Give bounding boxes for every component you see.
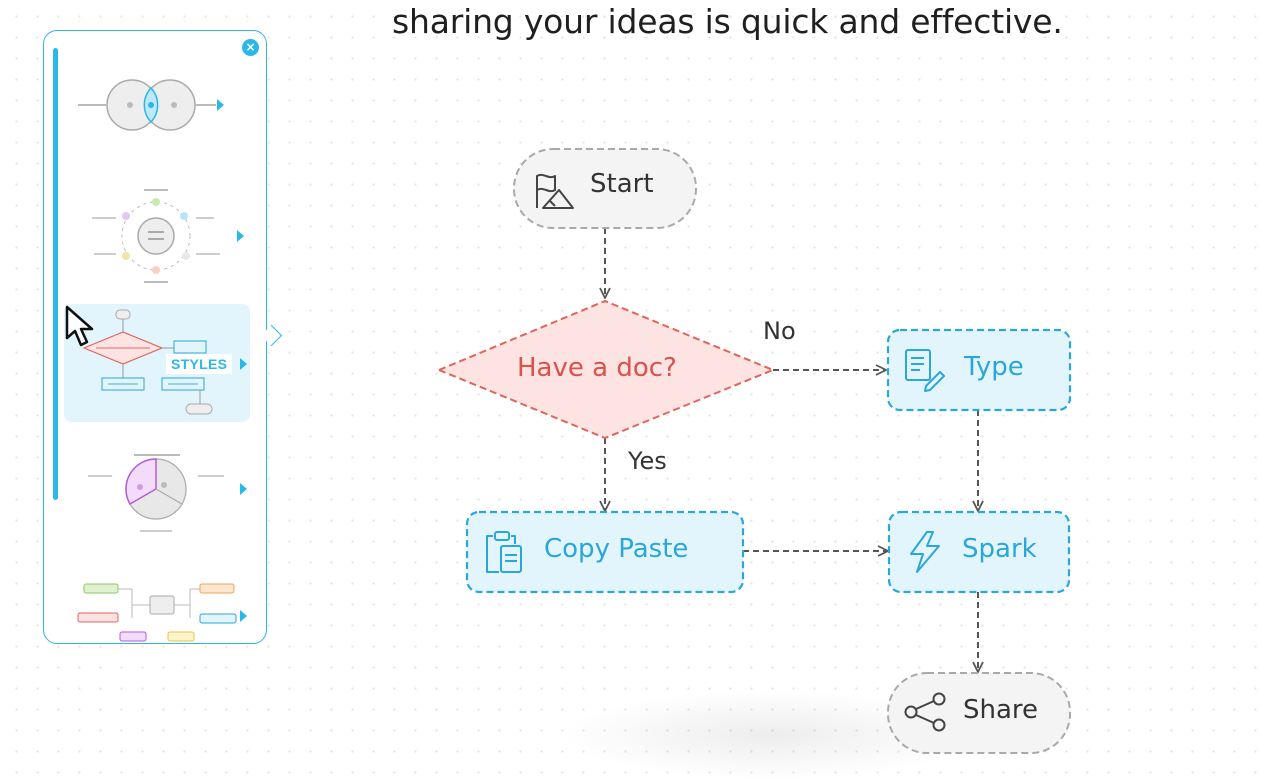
close-icon[interactable]: ×	[242, 39, 259, 56]
template-thumb-mindmap[interactable]	[64, 556, 250, 643]
node-type[interactable]	[886, 328, 1072, 412]
share-icon	[904, 692, 946, 732]
template-panel: ×	[43, 30, 267, 644]
node-start-label: Start	[590, 169, 654, 199]
clipboard-icon	[486, 531, 522, 573]
template-thumb-pie[interactable]	[64, 429, 250, 547]
node-start[interactable]	[513, 148, 697, 229]
template-thumb-cycle[interactable]	[64, 178, 250, 296]
template-thumb-venn[interactable]	[64, 53, 250, 171]
template-thumb-flowchart[interactable]: STYLES	[64, 304, 250, 422]
node-copy-paste[interactable]	[465, 510, 745, 594]
node-share-label: Share	[963, 695, 1039, 725]
node-decision-label: Have a doc?	[517, 353, 677, 383]
lightning-icon	[910, 531, 940, 573]
node-share[interactable]	[887, 672, 1071, 754]
document-edit-icon	[905, 349, 945, 392]
flowchart-canvas	[436, 148, 1072, 754]
flag-icon	[536, 173, 574, 209]
node-spark-label: Spark	[962, 534, 1037, 564]
styles-tag[interactable]: STYLES	[166, 354, 233, 374]
edge-label-yes: Yes	[628, 447, 667, 475]
node-type-label: Type	[964, 352, 1024, 382]
node-copy-paste-label: Copy Paste	[544, 534, 689, 564]
node-decision[interactable]	[436, 299, 776, 440]
mouse-cursor-icon	[65, 305, 94, 347]
panel-scrollbar[interactable]	[53, 48, 58, 500]
edge-label-no: No	[763, 317, 796, 345]
node-spark[interactable]	[887, 510, 1071, 594]
page-headline: sharing your ideas is quick and effectiv…	[392, 2, 1063, 41]
